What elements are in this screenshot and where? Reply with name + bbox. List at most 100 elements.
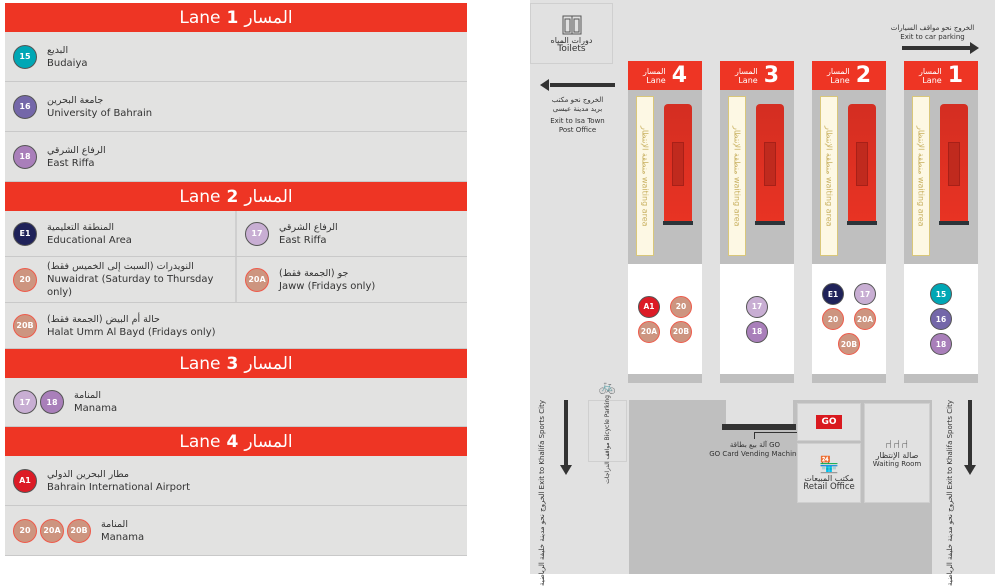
bicycle-label: مواقف الدراجات Bicycle Parking (604, 394, 611, 484)
toilets-box: دورات المياه Toilets (530, 3, 613, 64)
bus-icon (847, 104, 877, 225)
route-badges: 20 (13, 267, 37, 292)
route-badge: 15 (930, 283, 952, 305)
bay-number: 3 (763, 63, 780, 88)
bay-label-english: Lane (738, 75, 758, 85)
route-badge: 20A (40, 518, 64, 543)
waiting-room-box: ⑁⑁⑁ صالة الإنتظار Waiting Room (864, 403, 930, 503)
bicycle-icon: 🚲 (598, 378, 617, 395)
waiting-room-en: Waiting Room (872, 460, 922, 468)
destination-arabic: جامعة البحرين (47, 94, 104, 106)
lane-header-arabic: المسار (244, 353, 293, 374)
route-badge: 20 (670, 295, 692, 318)
exit-khalifa-left: الخروج نحو مدينة خليفة الرياضية Exit to … (538, 400, 546, 586)
toilets-label: Toilets (557, 43, 586, 54)
bay-route-row: 18 (930, 333, 952, 355)
route-badge: 20A (854, 308, 876, 330)
destination-arabic: جو (الجمعة فقط) (279, 267, 349, 279)
lane-header-label: Lane (179, 353, 221, 374)
bus-bumper (663, 221, 693, 225)
destination-text: النويدرات (السبت إلى الخميس فقط)Nuwaidra… (47, 260, 235, 299)
route-badge: 20B (670, 320, 692, 343)
bay-label-english: Lane (922, 75, 942, 85)
route-badge: 18 (746, 320, 768, 343)
bay-routes: 15 16 18 (904, 264, 978, 374)
lane-header-number: 4 (226, 431, 239, 452)
destination-english: Bahrain International Airport (47, 481, 191, 493)
destination-english: East Riffa (279, 234, 327, 246)
retail-en: Retail Office (803, 481, 855, 492)
shop-icon: 🏪 (819, 454, 839, 474)
route-badge: A1 (638, 295, 660, 318)
bay-route-row: 18 (746, 320, 768, 343)
destination-english: East Riffa (47, 157, 95, 169)
waiting-area-label: منطقة الإنتظار waiting area (732, 125, 742, 227)
lane-header-label: Lane (179, 186, 221, 207)
vending-ar: آلة بيع بطاقة GO (729, 441, 781, 449)
destination-english: University of Bahrain (47, 107, 153, 119)
bay-edge (720, 374, 794, 383)
go-logo: GO (816, 415, 842, 429)
station-map: دورات المياه Toilets الخروج نحو مواقف ال… (530, 0, 995, 586)
route-badges: E1 (13, 221, 37, 246)
destination-english: Halat Umm Al Bayd (Fridays only) (47, 326, 216, 338)
bus-icon (939, 104, 969, 225)
lane-header-arabic: المسار (244, 186, 293, 207)
route-badge: 20B (67, 518, 91, 543)
bay-label-arabic: المسار (918, 66, 942, 76)
bay-edge (628, 374, 702, 383)
destination-arabic: مطار البحرين الدولي (47, 468, 129, 480)
retail-office-box: 🏪 مكتب المبيعات Retail Office (797, 443, 861, 503)
bay-platform: منطقة الإنتظار waiting area (628, 90, 702, 264)
destination-row: 20 النويدرات (السبت إلى الخميس فقط)Nuwaid… (5, 257, 467, 303)
destination-text: حالة أم البيض (الجمعة فقط)Halat Umm Al B… (47, 313, 216, 339)
bus-roof-vent (672, 142, 684, 186)
route-badge: 17 (13, 390, 37, 414)
bay-route-row: 17 (746, 295, 768, 318)
go-card-box: GO (797, 403, 861, 441)
destination-english: Manama (101, 531, 145, 543)
lane-header-number: 2 (226, 186, 239, 207)
bay-edge (904, 374, 978, 383)
route-badge: 16 (930, 308, 952, 330)
lane-header-label: Lane (179, 431, 221, 452)
exit-isa-ar: الخروج نحو مكتب بريد مدينة عيسى (551, 96, 604, 113)
exit-isa-en: Exit to Isa Town Post Office (550, 117, 605, 134)
bus-bumper (939, 221, 969, 225)
bay-platform: منطقة الإنتظار waiting area (812, 90, 886, 264)
route-badge: E1 (13, 221, 37, 246)
exit-khalifa-right: الخروج نحو مدينة خليفة الرياضية Exit to … (946, 400, 954, 586)
seats-icon: ⑁⑁⑁ (884, 437, 910, 451)
route-badge: 20B (838, 333, 860, 355)
bay-route-row: 15 (930, 283, 952, 305)
waiting-area-label: منطقة الإنتظار waiting area (640, 125, 650, 227)
bay-number: 2 (855, 63, 872, 88)
